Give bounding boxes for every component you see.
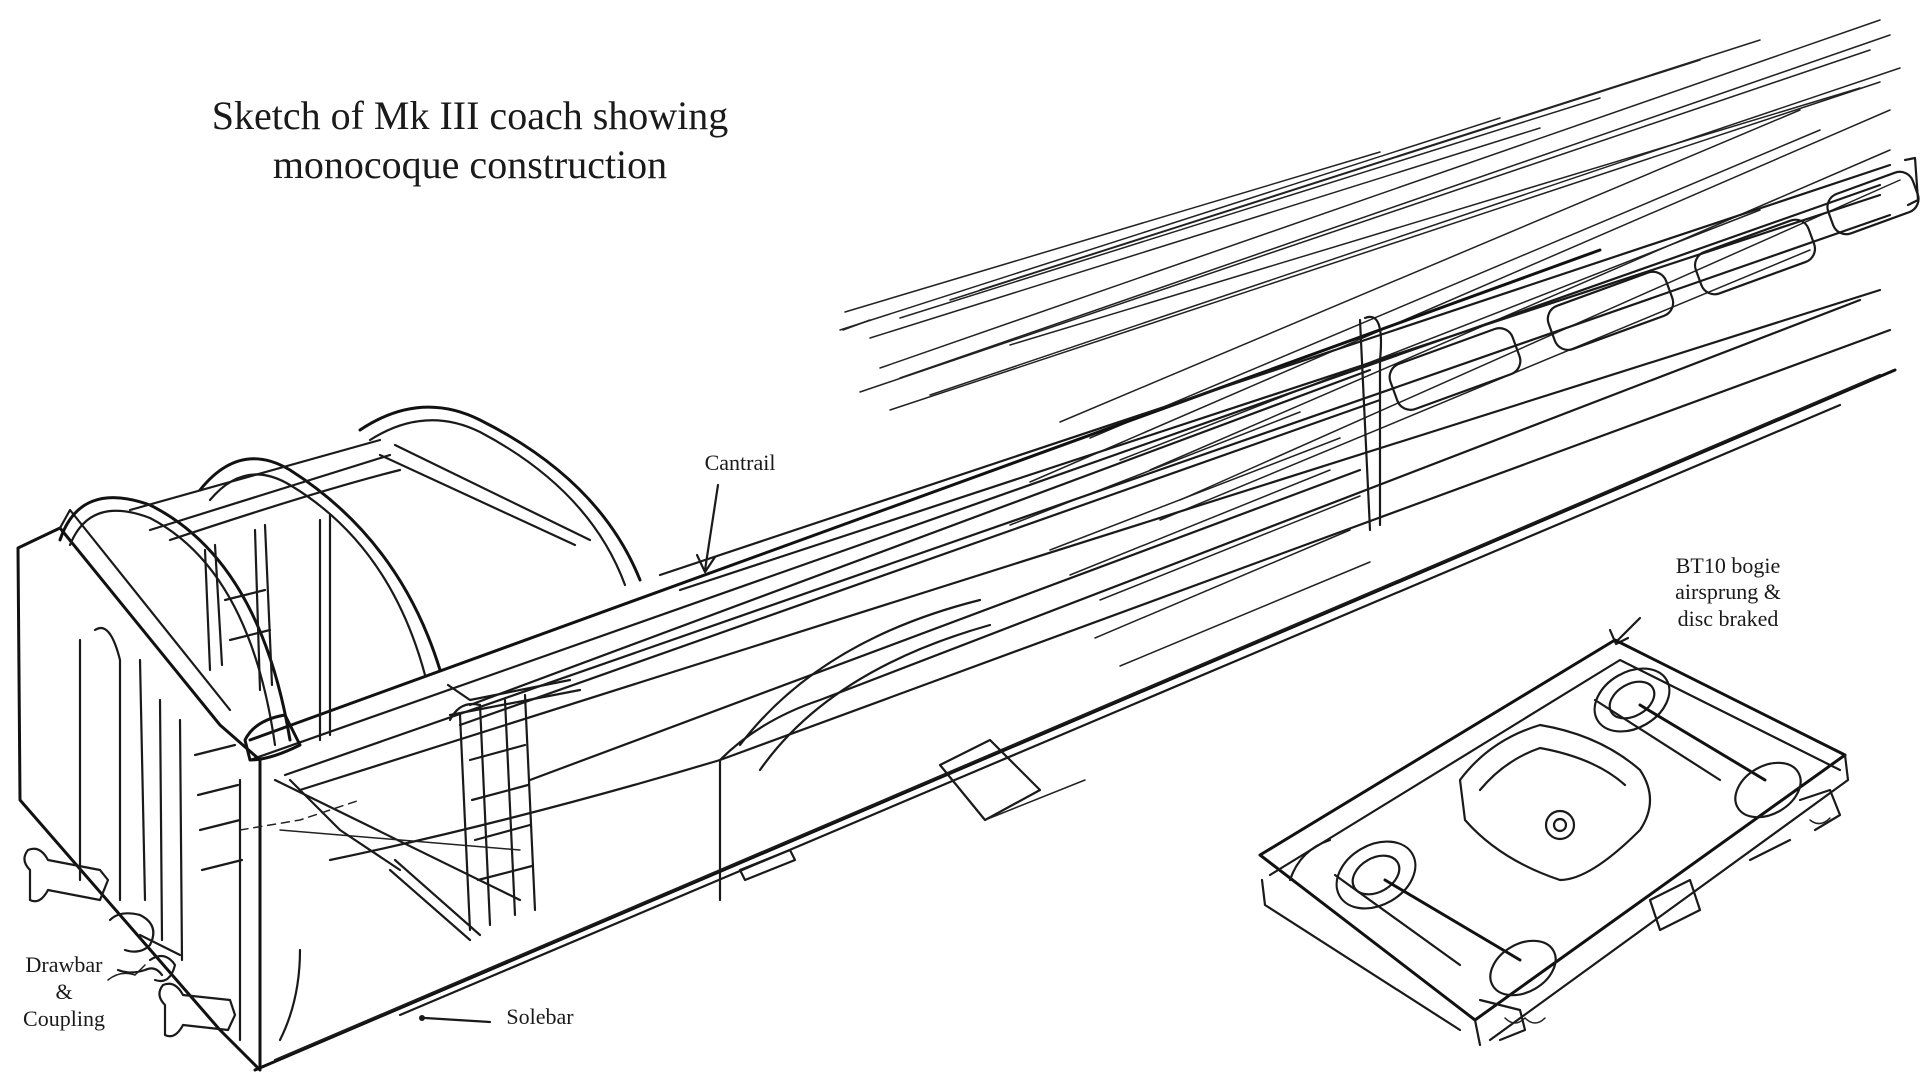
- drawbar-label-line-3: Coupling: [23, 1005, 105, 1031]
- drawbar-label-line-2: &: [55, 978, 73, 1004]
- drawbar-label-line-1: Drawbar: [25, 952, 103, 977]
- bogie-label-line-1: BT10 bogie: [1675, 553, 1781, 578]
- drawbar-label: Drawbar & Coupling: [4, 952, 124, 1032]
- bogie-label-line-2: airsprung &: [1675, 579, 1781, 605]
- diagram-title: Sketch of Mk III coach showing monocoque…: [110, 92, 830, 190]
- bt10-bogie: [1258, 638, 1850, 1047]
- coach-body: [248, 163, 1897, 1072]
- drawbar-coupling: [23, 847, 237, 1038]
- title-line-2: monocoque construction: [272, 141, 668, 187]
- bogie-leader: [1608, 616, 1642, 646]
- solebar-leader: [419, 1015, 492, 1024]
- bogie-label: BT10 bogie airsprung & disc braked: [1618, 553, 1838, 632]
- drawbar-leader: [116, 967, 164, 977]
- bogie-label-line-3: disc braked: [1677, 605, 1779, 631]
- solebar-label: Solebar: [506, 1004, 574, 1029]
- title-line-1: Sketch of Mk III coach showing: [211, 93, 729, 138]
- coach-windows: [1388, 156, 1920, 411]
- body-framework: [16, 405, 642, 1072]
- cantrail-label: Cantrail: [704, 450, 776, 475]
- cantrail-leader: [695, 483, 720, 574]
- motion-lines: [839, 19, 1901, 667]
